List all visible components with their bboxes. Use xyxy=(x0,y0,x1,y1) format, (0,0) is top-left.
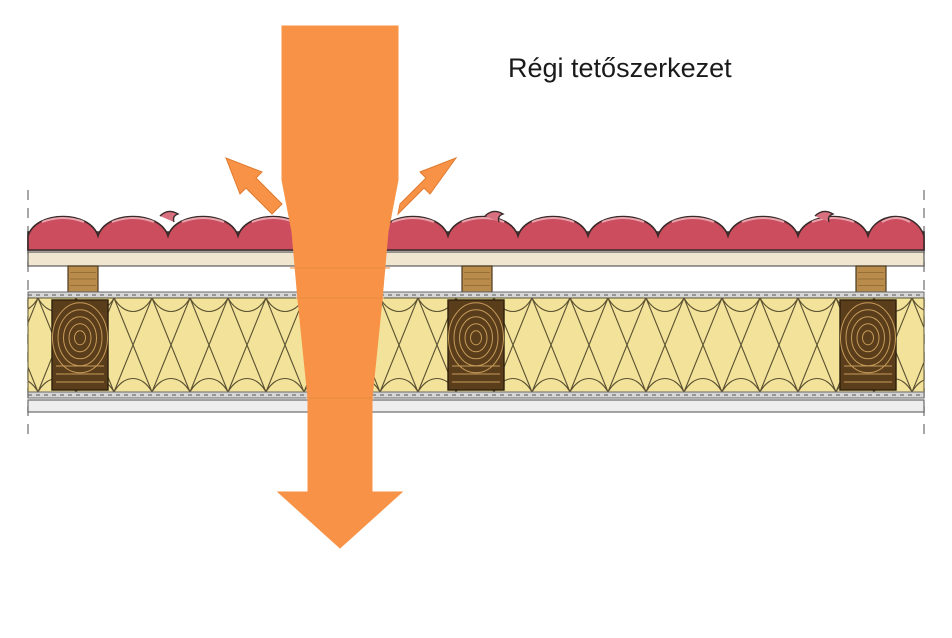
tile-hook xyxy=(814,210,835,223)
tile-hook xyxy=(159,210,180,223)
heat-deflect-right-icon xyxy=(397,156,458,216)
rafter-ring xyxy=(464,323,488,353)
rafter-ring xyxy=(52,302,108,374)
tile-hook xyxy=(484,210,505,223)
tile-waves xyxy=(27,215,925,251)
rafters xyxy=(51,299,897,391)
tile-hooks xyxy=(159,210,835,223)
deflect-arrows xyxy=(225,156,458,216)
ceiling-board xyxy=(27,399,925,413)
rafter-ring xyxy=(459,316,493,360)
batten-board xyxy=(27,251,925,267)
rafter-ring xyxy=(856,323,880,353)
rafter-ring xyxy=(74,330,86,346)
rafter-ring xyxy=(840,302,896,374)
rafter-ring xyxy=(851,316,885,360)
heat-flow-down-icon xyxy=(276,25,404,549)
arrow-layer-lines xyxy=(290,267,390,399)
diagram-title: Régi tetőszerkezet xyxy=(508,53,732,83)
rafter-ring xyxy=(448,302,504,374)
roof-tiles xyxy=(27,210,925,251)
rafter-ring xyxy=(862,330,874,346)
rafter-ring xyxy=(63,316,97,360)
heat-deflect-left-icon xyxy=(225,157,283,215)
rafter-ring xyxy=(68,323,92,353)
batten-blocks xyxy=(67,265,887,293)
rafter-ring xyxy=(470,330,482,346)
